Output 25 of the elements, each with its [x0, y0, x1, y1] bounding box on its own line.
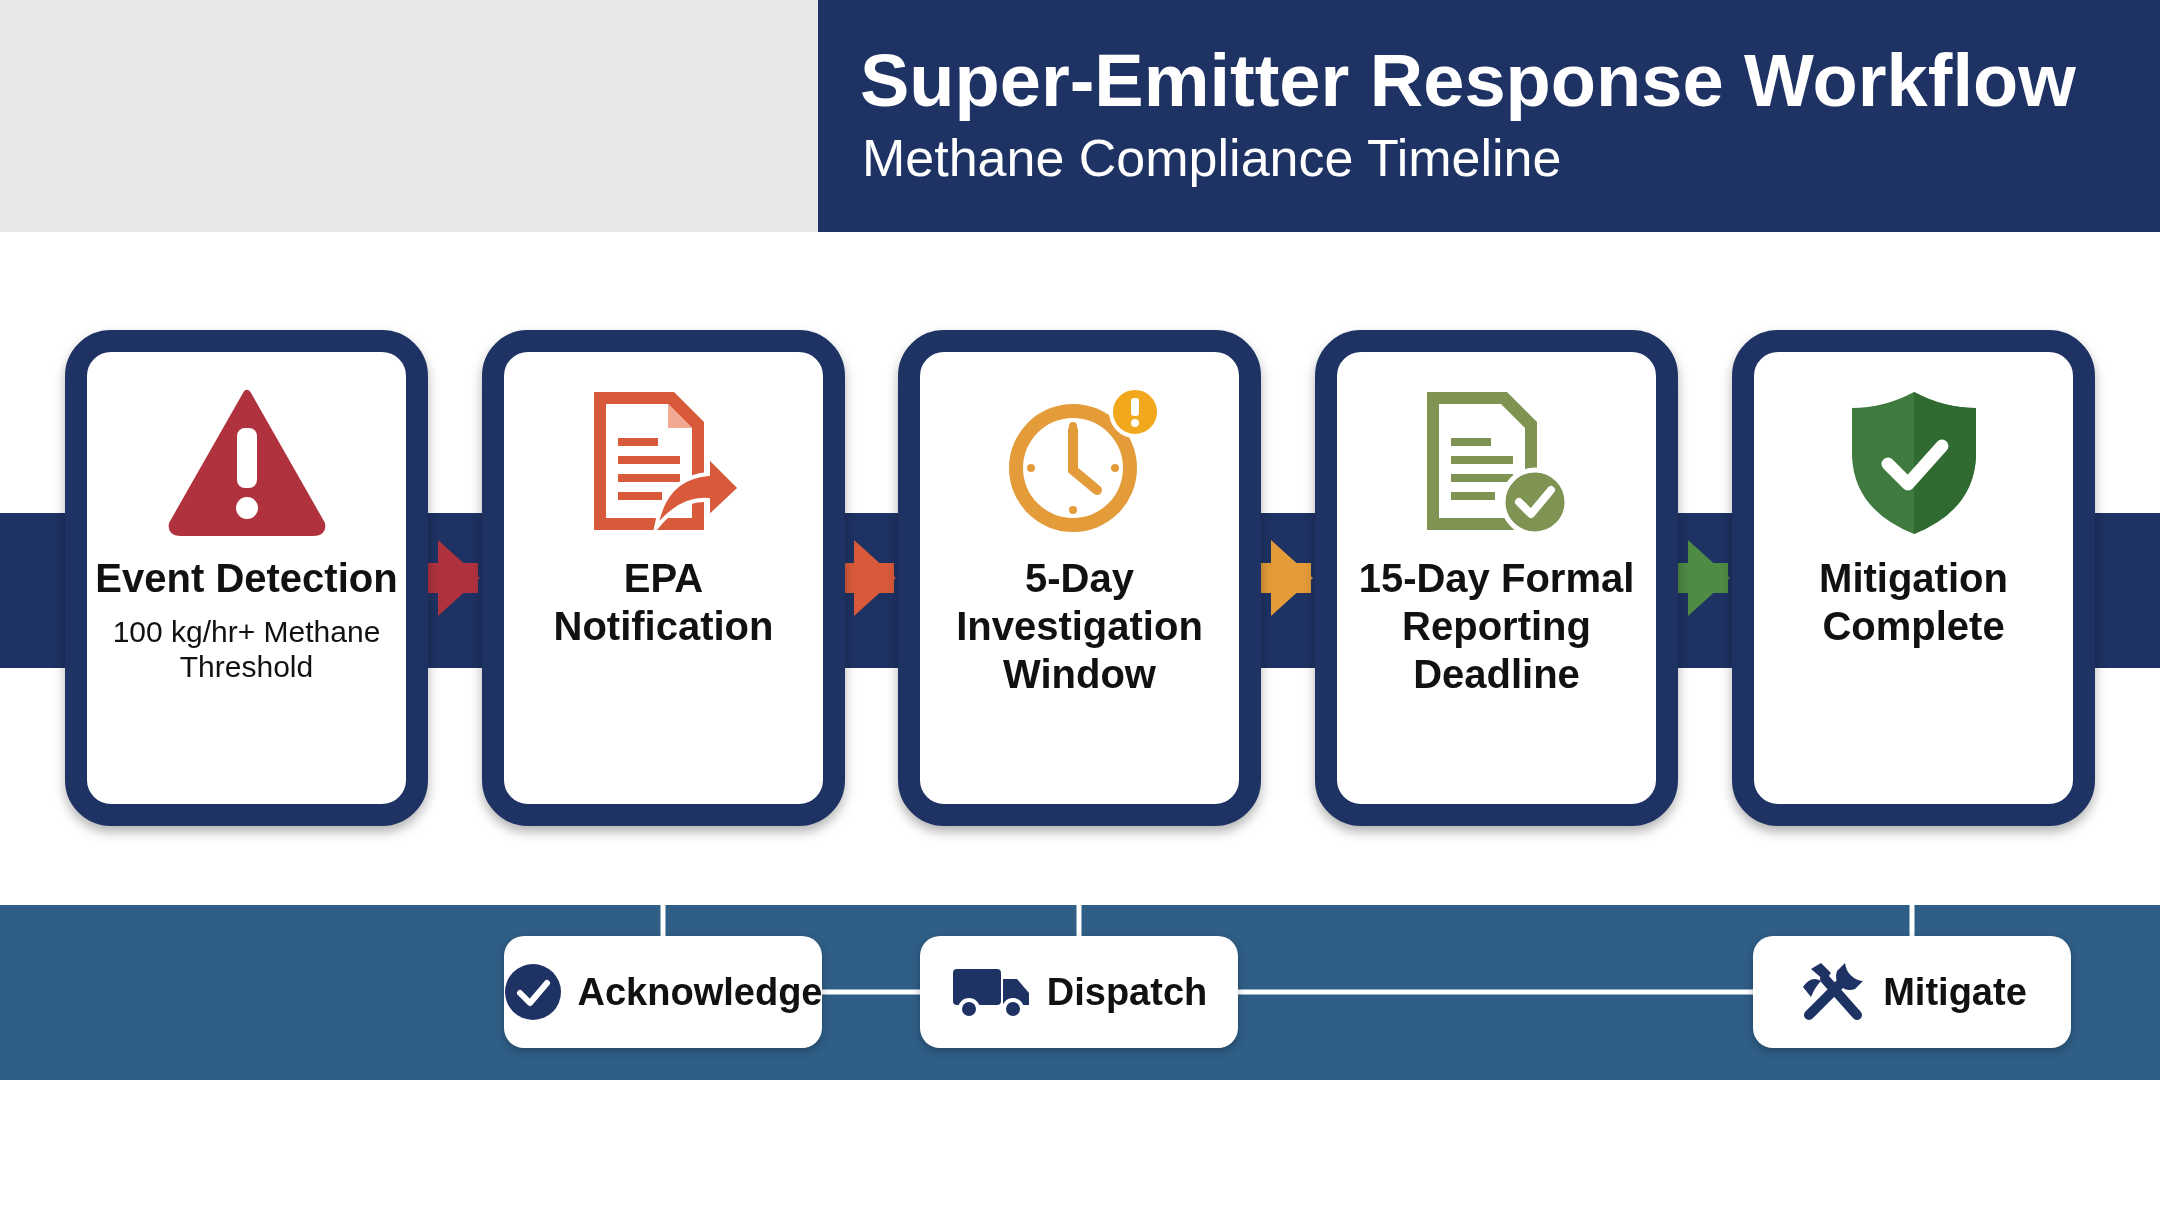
- arrow: [428, 540, 480, 616]
- action-box: [920, 936, 1238, 1048]
- subtitle: Methane Compliance Timeline: [862, 128, 1562, 188]
- step-title: Mitigation Complete: [1818, 555, 2009, 650]
- arrow: [1261, 540, 1313, 616]
- arrow: [1678, 540, 1730, 616]
- step-card: [65, 330, 428, 826]
- step-card: [1732, 330, 2095, 826]
- connector-line: [1238, 989, 1753, 995]
- action-label: Dispatch: [1046, 970, 1208, 1014]
- step-title: 15-Day Formal Reporting Deadline: [1357, 555, 1636, 698]
- connector-line: [822, 989, 920, 995]
- step-title: Event Detection: [94, 555, 399, 602]
- title: Super-Emitter Response Workflow: [860, 38, 2076, 123]
- step-detail: 100 kg/hr+ Methane Threshold: [111, 614, 382, 684]
- step-title: EPA Notification: [552, 555, 775, 650]
- action-label: Acknowledge: [577, 970, 823, 1014]
- step-card: [482, 330, 845, 826]
- action-box: [1753, 936, 2071, 1048]
- step-title: 5-Day Investigation Window: [955, 555, 1204, 698]
- step-card: [898, 330, 1261, 826]
- step-card: [1315, 330, 1678, 826]
- action-label: Mitigate: [1883, 970, 2027, 1014]
- arrow: [845, 540, 896, 616]
- action-box: [504, 936, 822, 1048]
